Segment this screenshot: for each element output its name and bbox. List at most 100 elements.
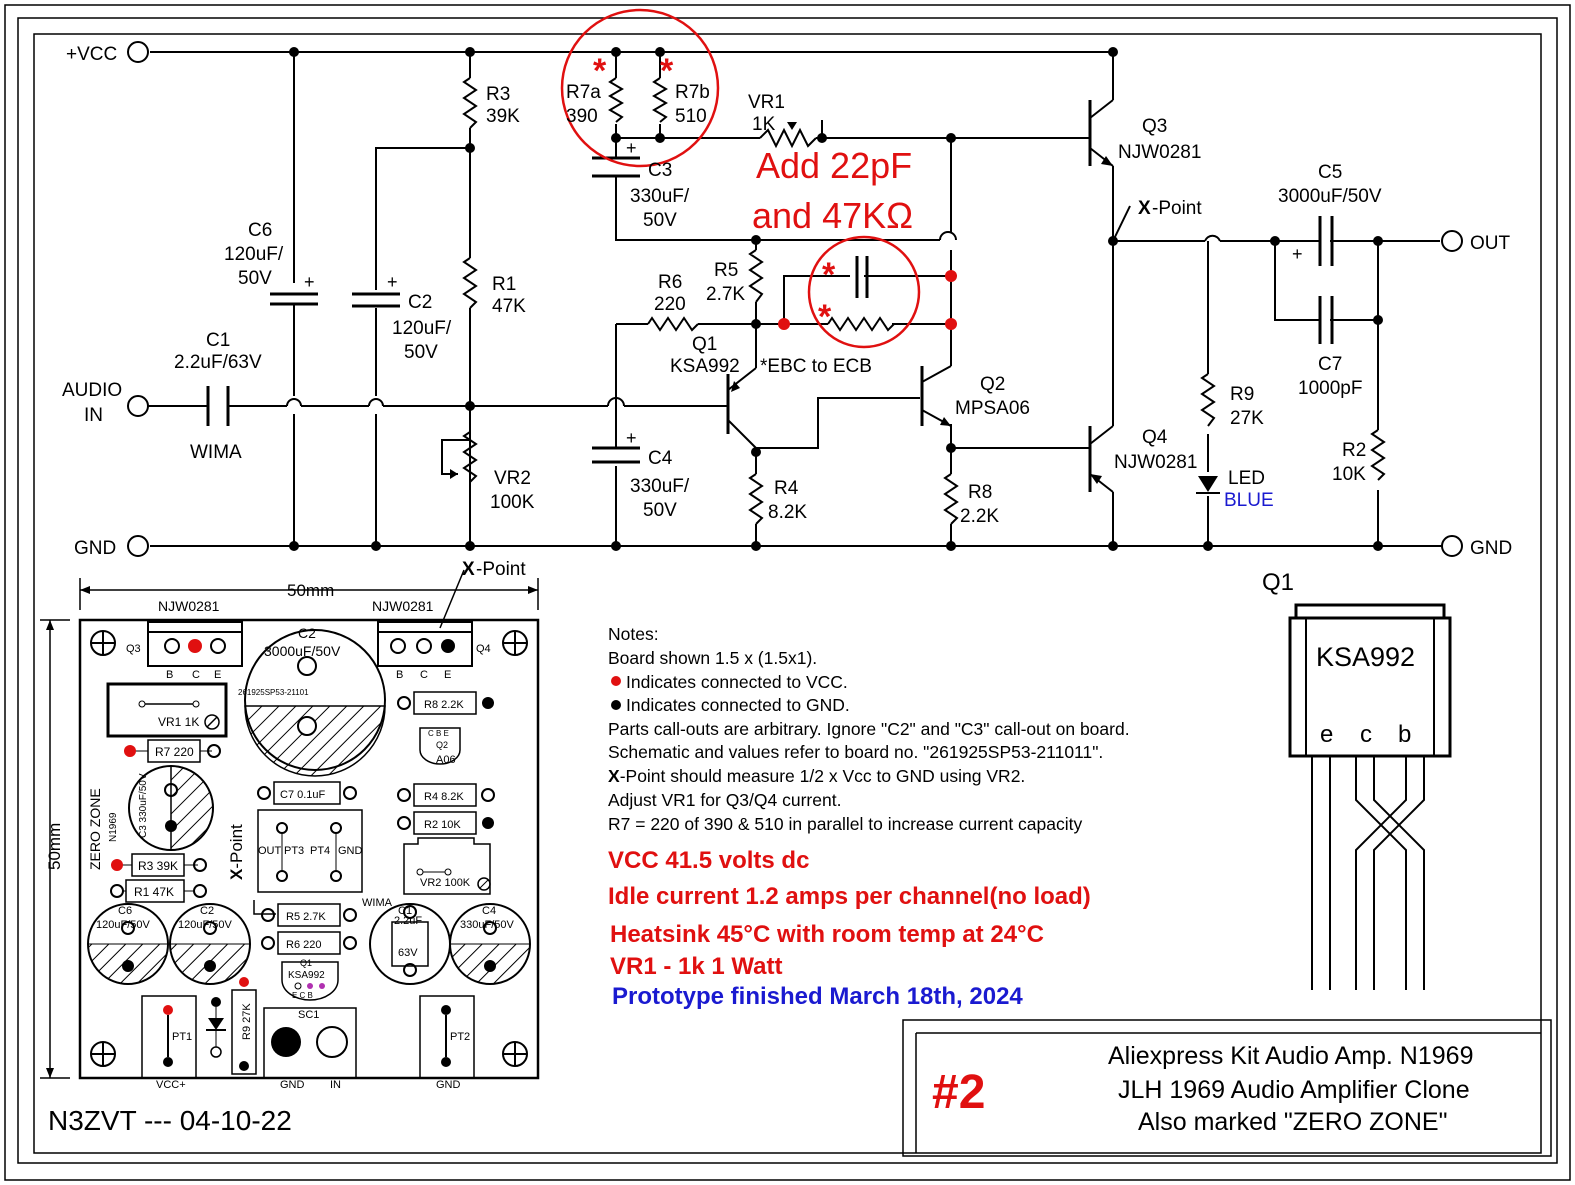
board-wima: WIMA bbox=[362, 897, 393, 909]
board-gnd2: GND bbox=[436, 1079, 461, 1091]
r9-val: 27K bbox=[1230, 408, 1264, 429]
board-r2: R2 10K bbox=[424, 819, 461, 831]
title-block: #2 Aliexpress Kit Audio Amp. N1969 JLH 1… bbox=[932, 1042, 1473, 1136]
wire-hops bbox=[286, 231, 1221, 407]
pot-arrows bbox=[450, 122, 797, 479]
board-q2-ref: Q2 bbox=[436, 740, 448, 750]
star-r7b: * bbox=[660, 52, 674, 90]
board-height-label: 50mm bbox=[45, 823, 64, 870]
c2-plus: + bbox=[387, 272, 398, 292]
r3-ref: R3 bbox=[486, 84, 510, 105]
c3-ref: C3 bbox=[648, 160, 672, 181]
c3-plus: + bbox=[626, 138, 637, 158]
c6-val1: 120uF/ bbox=[224, 244, 284, 265]
board-r7: R7 220 bbox=[155, 745, 194, 759]
board-gnd1: GND bbox=[280, 1079, 305, 1091]
q4-val: NJW0281 bbox=[1114, 452, 1197, 473]
c7-ref: C7 bbox=[1318, 354, 1342, 375]
board-pcb-code: 261925SP53-21101 bbox=[238, 688, 309, 697]
r2-ref: R2 bbox=[1342, 440, 1366, 461]
c6-plus: + bbox=[304, 272, 315, 292]
star-22pf: * bbox=[822, 256, 836, 294]
board-r8: R8 2.2K bbox=[424, 699, 464, 711]
board-c3: C3 330uF/50V bbox=[138, 773, 149, 838]
title-line-2: JLH 1969 Audio Amplifier Clone bbox=[1118, 1076, 1470, 1104]
board-c6-val: 120uF/50V bbox=[96, 919, 150, 931]
resistor-r1 bbox=[462, 257, 478, 309]
board-xpoint-side: X-Point bbox=[227, 824, 246, 880]
schematic-labels: +VCC GND AUDIO IN OUT GND R7a 390 R7b 51… bbox=[62, 44, 1512, 559]
board-labels: 50mm 50mm X -Point NJW0281 NJW0281 Q3 Q4… bbox=[45, 559, 526, 1136]
q1-note: *EBC to ECB bbox=[760, 356, 872, 377]
notes-idle-current: Idle current 1.2 amps per channel(no loa… bbox=[608, 883, 1091, 910]
board-c1: C1 bbox=[398, 905, 412, 917]
r7a-val: 390 bbox=[566, 106, 598, 127]
resistor-r5 bbox=[748, 249, 764, 303]
notes: Notes: Board shown 1.5 x (1.5x1). Indica… bbox=[608, 624, 1130, 1010]
c4-plus: + bbox=[626, 428, 637, 448]
star-r7a: * bbox=[593, 52, 607, 90]
notes-line-7: Adjust VR1 for Q3/Q4 current. bbox=[608, 790, 841, 810]
vcc-label: +VCC bbox=[66, 44, 117, 65]
board-vr1: VR1 1K bbox=[158, 715, 199, 729]
mod-note-2: and 47KΩ bbox=[752, 195, 913, 236]
resistor-r8 bbox=[943, 473, 959, 525]
red-text: * * * * Add 22pF and 47KΩ bbox=[593, 52, 913, 336]
notes-line-6: X-Point should measure 1/2 x Vcc to GND … bbox=[608, 766, 1025, 786]
board-r3: R3 39K bbox=[138, 859, 178, 873]
c5-plus: + bbox=[1292, 244, 1303, 264]
q1-pin-c: c bbox=[1360, 721, 1372, 748]
board-q1-pins: E C B bbox=[292, 991, 313, 1000]
r3-val: 39K bbox=[486, 106, 520, 127]
c1-val: 2.2uF/63V bbox=[174, 352, 262, 373]
resistor-47k-mod bbox=[827, 316, 895, 332]
c6-val2: 50V bbox=[238, 268, 272, 289]
title-line-3: Also marked "ZERO ZONE" bbox=[1138, 1108, 1447, 1136]
board-vcc-plus: VCC+ bbox=[156, 1079, 186, 1091]
r5-val: 2.7K bbox=[706, 284, 745, 305]
board-c1-v: 63V bbox=[398, 947, 418, 959]
q1-ref: Q1 bbox=[692, 334, 717, 355]
board-pt3: PT3 bbox=[284, 845, 304, 857]
board-drawing bbox=[40, 569, 540, 1080]
notes-line-4: Parts call-outs are arbitrary. Ignore "C… bbox=[608, 719, 1130, 739]
board-q3-part: NJW0281 bbox=[158, 598, 220, 614]
resistor-r4 bbox=[748, 473, 764, 525]
vr1-val: 1K bbox=[752, 114, 776, 135]
terminals bbox=[127, 41, 1463, 557]
q1-package: Q1 KSA992 e c b bbox=[1262, 569, 1452, 990]
board-pt2: PT2 bbox=[450, 1031, 470, 1043]
notes-line-5: Schematic and values refer to board no. … bbox=[608, 742, 1103, 762]
q1-val: KSA992 bbox=[670, 356, 740, 377]
r5-ref: R5 bbox=[714, 260, 738, 281]
c1-note: WIMA bbox=[190, 442, 242, 463]
notes-prototype: Prototype finished March 18th, 2024 bbox=[612, 983, 1023, 1010]
board-vr2: VR2 100K bbox=[420, 877, 471, 889]
board-c6: C6 bbox=[118, 905, 132, 917]
r2-val: 10K bbox=[1332, 464, 1366, 485]
resistor-vr2 bbox=[462, 431, 478, 514]
c2-val1: 120uF/ bbox=[392, 318, 452, 339]
c2-ref: C2 bbox=[408, 292, 432, 313]
title-line-1: Aliexpress Kit Audio Amp. N1969 bbox=[1108, 1042, 1473, 1070]
r7b-ref: R7b bbox=[675, 82, 710, 103]
vr2-ref: VR2 bbox=[494, 468, 531, 489]
board-c2-val: 3000uF/50V bbox=[264, 643, 341, 659]
plus-marks: + + + + + bbox=[304, 138, 1303, 448]
resistor-r7a bbox=[608, 77, 624, 123]
xpoint-label: -Point bbox=[1152, 198, 1202, 219]
r4-ref: R4 bbox=[774, 478, 799, 499]
in-label: IN bbox=[84, 405, 103, 426]
c5-val: 3000uF/50V bbox=[1278, 186, 1382, 207]
board-q3-pin-c: C bbox=[192, 669, 200, 681]
star-47k: * bbox=[818, 298, 832, 336]
board-q2-val: A06 bbox=[436, 754, 456, 766]
r8-ref: R8 bbox=[968, 482, 992, 503]
author-credit: N3ZVT --- 04-10-22 bbox=[48, 1105, 292, 1136]
q3-ref: Q3 bbox=[1142, 116, 1167, 137]
r7a-ref: R7a bbox=[566, 82, 601, 103]
r6-val: 220 bbox=[654, 294, 686, 315]
c4-ref: C4 bbox=[648, 448, 673, 469]
board-xpoint-x: X bbox=[462, 559, 475, 580]
board-c1-val: 2.2uF bbox=[394, 915, 422, 927]
